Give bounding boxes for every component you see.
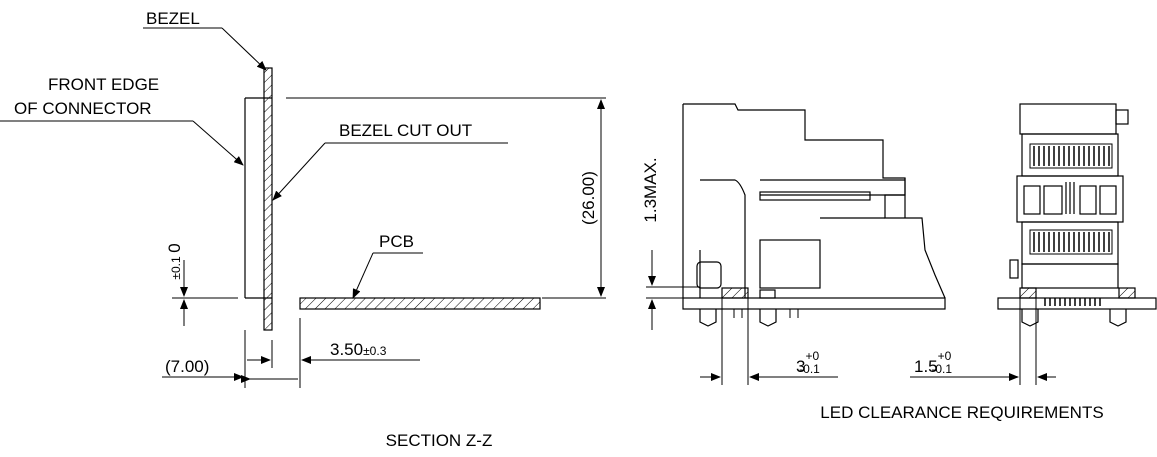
bezel-cut-out-label: BEZEL CUT OUT: [339, 121, 472, 140]
bezel-leader: [143, 27, 267, 71]
dimension-1-5-label: 1.5+0-0.1: [914, 349, 952, 376]
front-view-led-windows: [1023, 182, 1117, 215]
bezel-cut-out-leader: [272, 142, 508, 201]
bezel-label: BEZEL: [146, 9, 200, 28]
dimension-1-3max: [646, 250, 700, 330]
pcb-label: PCB: [379, 232, 414, 251]
dimension-3-50-label: 3.50±0.3: [330, 340, 387, 359]
led-clearance-label: LED CLEARANCE REQUIREMENTS: [820, 403, 1103, 422]
pcb-leader: [352, 252, 423, 299]
bezel-plate: [263, 67, 273, 331]
front-view-contacts-upper: [1029, 143, 1113, 169]
dimension-0: [172, 260, 238, 326]
front-edge-label-line2: OF CONNECTOR: [14, 99, 152, 118]
connector-front-view: [997, 103, 1157, 327]
front-edge-label-line1: FRONT EDGE: [48, 75, 159, 94]
dimension-7-label: (7.00): [165, 357, 209, 376]
svg-text:0: 0: [165, 243, 184, 252]
dimension-26: [286, 97, 606, 299]
dimension-0-label: 0 ±0.1: [165, 243, 184, 279]
section-label: SECTION Z-Z: [386, 431, 493, 450]
svg-text:±0.1: ±0.1: [169, 256, 183, 280]
dimension-7-and-3-50: [162, 318, 420, 388]
dimension-3-label: 3+0-0.1: [796, 349, 820, 376]
connector-side-view: [682, 103, 946, 327]
front-edge-leader: [0, 120, 244, 166]
pcb-board: [299, 297, 541, 310]
dimension-1-3max-label: 1.3MAX.: [641, 157, 660, 222]
front-view-contacts-lower: [1029, 229, 1113, 255]
section-z-z-view: BEZEL FRONT EDGE OF CONNECTOR BEZEL CUT …: [0, 9, 606, 450]
dimension-3: [700, 298, 838, 385]
dimension-26-label: (26.00): [579, 171, 598, 225]
dimension-1-5: [910, 298, 1056, 385]
